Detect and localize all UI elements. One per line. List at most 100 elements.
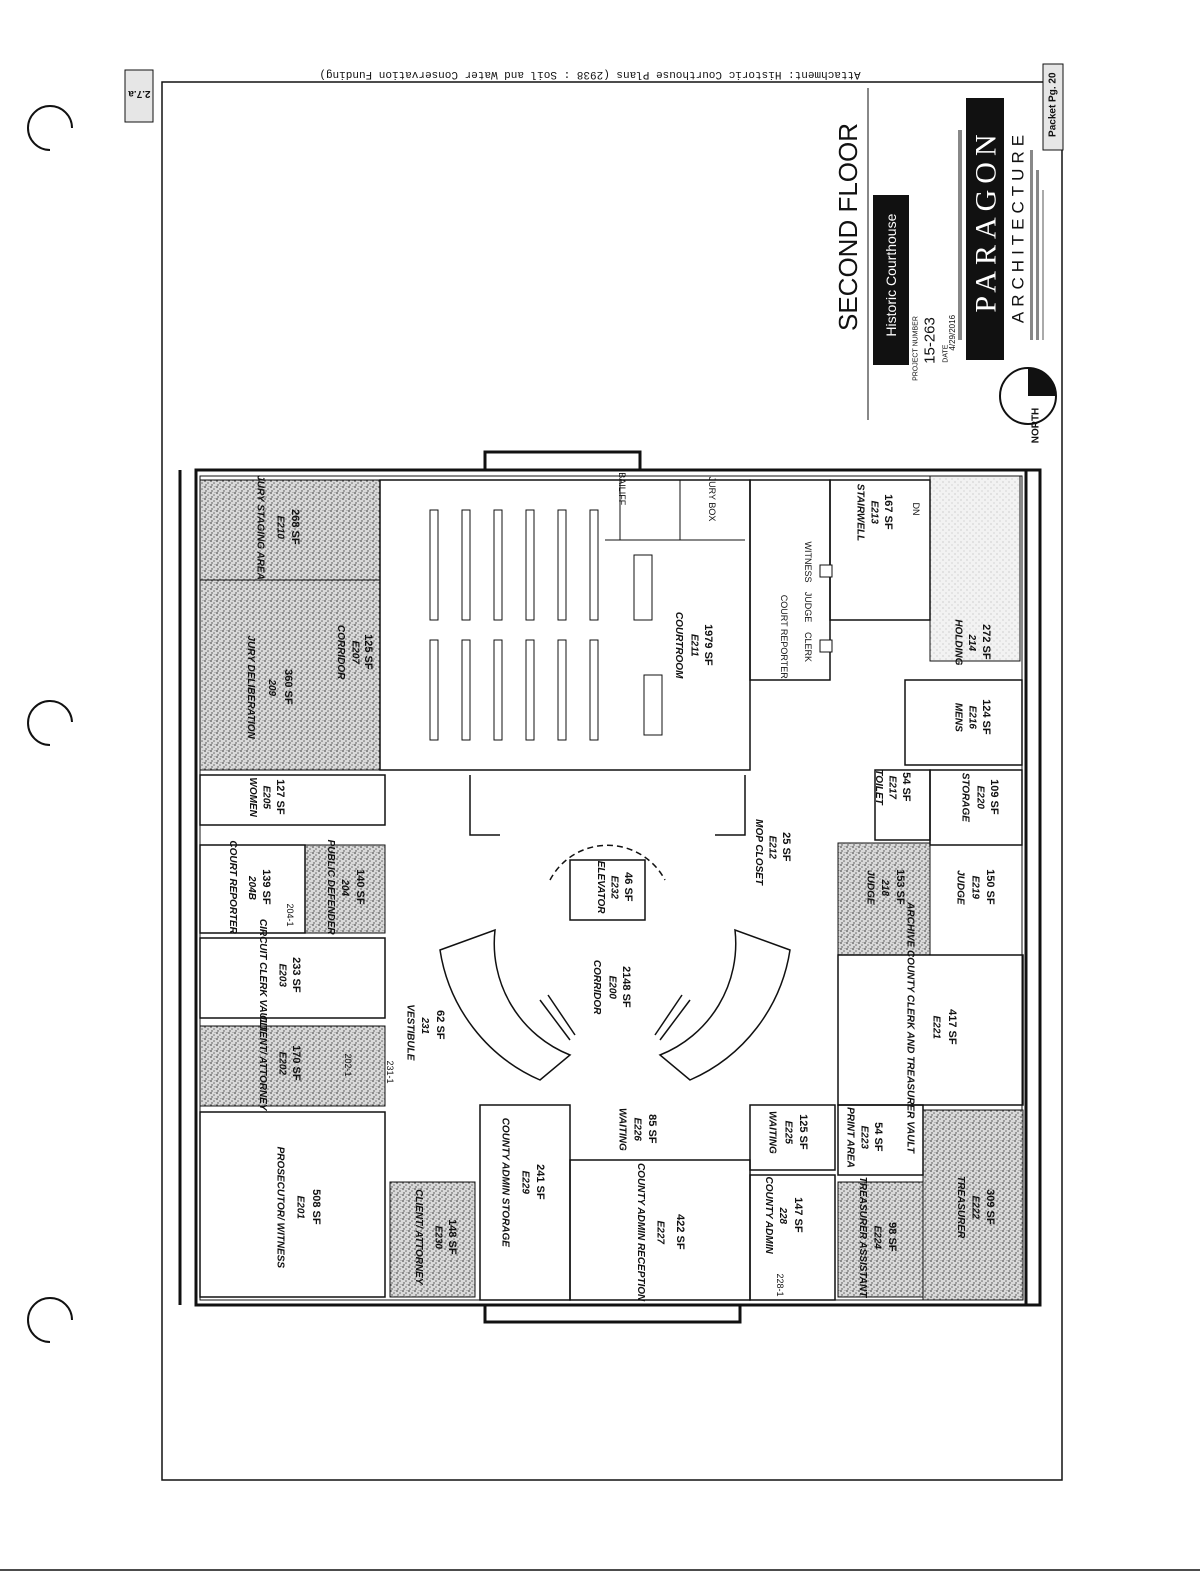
svg-text:CORRIDOR: CORRIDOR xyxy=(591,960,602,1015)
room-corridor-e200: CORRIDOR E200 2148 SF xyxy=(591,960,632,1015)
svg-text:E203: E203 xyxy=(277,964,288,988)
svg-text:E226: E226 xyxy=(632,1118,643,1142)
date: 4/29/2016 xyxy=(948,314,957,350)
svg-text:COURT REPORTER: COURT REPORTER xyxy=(227,840,238,934)
svg-text:150 SF: 150 SF xyxy=(984,869,996,905)
svg-text:272 SF: 272 SF xyxy=(980,624,992,660)
svg-text:MOP CLOSET: MOP CLOSET xyxy=(753,819,764,886)
svg-text:54 SF: 54 SF xyxy=(900,772,912,802)
room-archive-vault: ARCHIVE COUNTY CLERK AND TREASURER VAULT… xyxy=(904,901,958,1154)
svg-text:WAITING: WAITING xyxy=(617,1108,628,1151)
svg-text:E232: E232 xyxy=(609,876,620,900)
title-block: SECOND FLOOR Historic Courthouse PROJECT… xyxy=(833,88,1057,444)
project-number: 15-263 xyxy=(922,317,939,364)
svg-text:E216: E216 xyxy=(967,706,978,730)
svg-text:228-1: 228-1 xyxy=(775,1273,785,1296)
svg-text:JUDGE: JUDGE xyxy=(955,870,966,905)
firm-fine-print xyxy=(958,130,1044,340)
room-mens: MENS E216 124 SF xyxy=(953,699,992,735)
room-waiting-e225: WAITING E225 125 SF xyxy=(767,1111,810,1154)
svg-text:E211: E211 xyxy=(689,634,700,657)
svg-text:417 SF: 417 SF xyxy=(946,1009,958,1045)
svg-text:PUBLIC DEFENDER: PUBLIC DEFENDER xyxy=(325,840,336,936)
svg-text:139 SF: 139 SF xyxy=(260,869,272,905)
svg-text:CLIENT/ ATTORNEY: CLIENT/ ATTORNEY xyxy=(257,1015,268,1112)
svg-text:508 SF: 508 SF xyxy=(310,1189,322,1225)
svg-text:JUDGE: JUDGE xyxy=(865,870,876,905)
svg-text:202-1: 202-1 xyxy=(343,1053,353,1076)
svg-text:CIRCUIT CLERK VAULT: CIRCUIT CLERK VAULT xyxy=(257,919,268,1032)
svg-text:JURY STAGING AREA: JURY STAGING AREA xyxy=(255,475,266,580)
binder-holes xyxy=(27,105,73,1343)
room-courtroom: COURTROOM E211 1979 SF xyxy=(673,612,714,679)
room-elevator: ELEVATOR E232 46 SF xyxy=(595,861,634,915)
svg-text:JUDGE: JUDGE xyxy=(803,592,813,623)
svg-text:PRINT AREA: PRINT AREA xyxy=(845,1107,856,1168)
room-mop-closet: MOP CLOSET E212 25 SF xyxy=(753,819,792,886)
svg-text:25 SF: 25 SF xyxy=(780,832,792,862)
svg-text:109 SF: 109 SF xyxy=(988,779,1000,815)
svg-text:E222: E222 xyxy=(970,1196,981,1220)
svg-text:PROJECT NUMBER: PROJECT NUMBER xyxy=(913,316,920,381)
room-vestibule: VESTIBULE 231 62 SF xyxy=(405,1004,446,1060)
svg-text:STAIRWELL: STAIRWELL xyxy=(855,484,866,541)
svg-text:241 SF: 241 SF xyxy=(534,1164,546,1200)
svg-text:204: 204 xyxy=(339,878,350,896)
svg-text:COUNTY ADMIN RECEPTION: COUNTY ADMIN RECEPTION xyxy=(635,1163,646,1302)
room-public-defender: PUBLIC DEFENDER 204 140 SF xyxy=(325,840,366,936)
room-judge-e219: JUDGE E219 150 SF xyxy=(955,869,996,905)
sheet-border xyxy=(161,81,1063,1481)
svg-text:E205: E205 xyxy=(261,786,272,810)
room-county-admin-storage: COUNTY ADMIN STORAGE E229 241 SF xyxy=(500,1118,546,1248)
svg-text:STORAGE: STORAGE xyxy=(960,773,971,823)
room-partitions xyxy=(199,479,1024,1301)
svg-text:231-1: 231-1 xyxy=(385,1060,395,1083)
svg-text:TOILET: TOILET xyxy=(873,769,884,805)
svg-text:209: 209 xyxy=(266,678,277,696)
svg-text:E202: E202 xyxy=(277,1052,288,1076)
svg-text:JURY DELIBERATION: JURY DELIBERATION xyxy=(245,635,256,739)
svg-text:218: 218 xyxy=(879,878,890,896)
firm-name: PARAGON xyxy=(970,128,1003,312)
north-arrow-icon: NORTH xyxy=(999,367,1057,444)
svg-text:TREASURER ASSISTANT: TREASURER ASSISTANT xyxy=(857,1177,868,1298)
svg-text:98 SF: 98 SF xyxy=(886,1222,898,1252)
svg-text:127 SF: 127 SF xyxy=(274,779,286,815)
svg-text:148 SF: 148 SF xyxy=(446,1219,458,1255)
svg-text:153 SF: 153 SF xyxy=(894,869,906,905)
building-outline xyxy=(178,450,1042,1324)
svg-text:1979 SF: 1979 SF xyxy=(702,624,714,666)
room-toilet: TOILET E217 54 SF xyxy=(873,769,912,805)
room-jury-deliberation: JURY DELIBERATION 209 360 SF xyxy=(245,635,294,739)
svg-text:62 SF: 62 SF xyxy=(434,1010,446,1040)
room-county-admin-reception: COUNTY ADMIN RECEPTION E227 422 SF xyxy=(635,1163,686,1302)
svg-text:2148 SF: 2148 SF xyxy=(620,966,632,1008)
svg-text:E212: E212 xyxy=(767,836,778,860)
room-jury-staging: JURY STAGING AREA E210 268 SF xyxy=(255,475,302,580)
svg-text:JURY BOX: JURY BOX xyxy=(707,477,717,522)
svg-text:E200: E200 xyxy=(607,976,618,1000)
svg-text:167 SF: 167 SF xyxy=(882,494,894,530)
svg-text:DN: DN xyxy=(911,503,921,516)
room-judge-218: JUDGE 218 153 SF xyxy=(865,869,906,905)
svg-text:E210: E210 xyxy=(275,516,286,540)
room-treasurer: TREASURER E222 309 SF xyxy=(955,1176,996,1239)
svg-text:204B: 204B xyxy=(246,875,257,900)
svg-text:COUNTY ADMIN STORAGE: COUNTY ADMIN STORAGE xyxy=(500,1118,511,1248)
svg-text:VESTIBULE: VESTIBULE xyxy=(405,1004,416,1060)
svg-text:CLIENT/ ATTORNEY: CLIENT/ ATTORNEY xyxy=(413,1189,424,1286)
svg-text:E201: E201 xyxy=(295,1196,306,1220)
room-stairwell: STAIRWELL E213 167 SF xyxy=(855,484,895,541)
svg-text:E220: E220 xyxy=(975,786,986,810)
svg-text:E207: E207 xyxy=(350,641,361,665)
svg-text:CORRIDOR: CORRIDOR xyxy=(335,625,346,680)
svg-text:WAITING: WAITING xyxy=(767,1111,778,1154)
svg-text:360 SF: 360 SF xyxy=(282,669,294,705)
svg-text:125 SF: 125 SF xyxy=(362,634,374,670)
stamp-left: 2.7.a xyxy=(124,69,154,123)
svg-text:125 SF: 125 SF xyxy=(797,1114,809,1150)
svg-text:140 SF: 140 SF xyxy=(354,869,366,905)
svg-text:NORTH: NORTH xyxy=(1031,408,1042,444)
room-circuit-clerk-vault: CIRCUIT CLERK VAULT E203 233 SF xyxy=(257,919,302,1032)
